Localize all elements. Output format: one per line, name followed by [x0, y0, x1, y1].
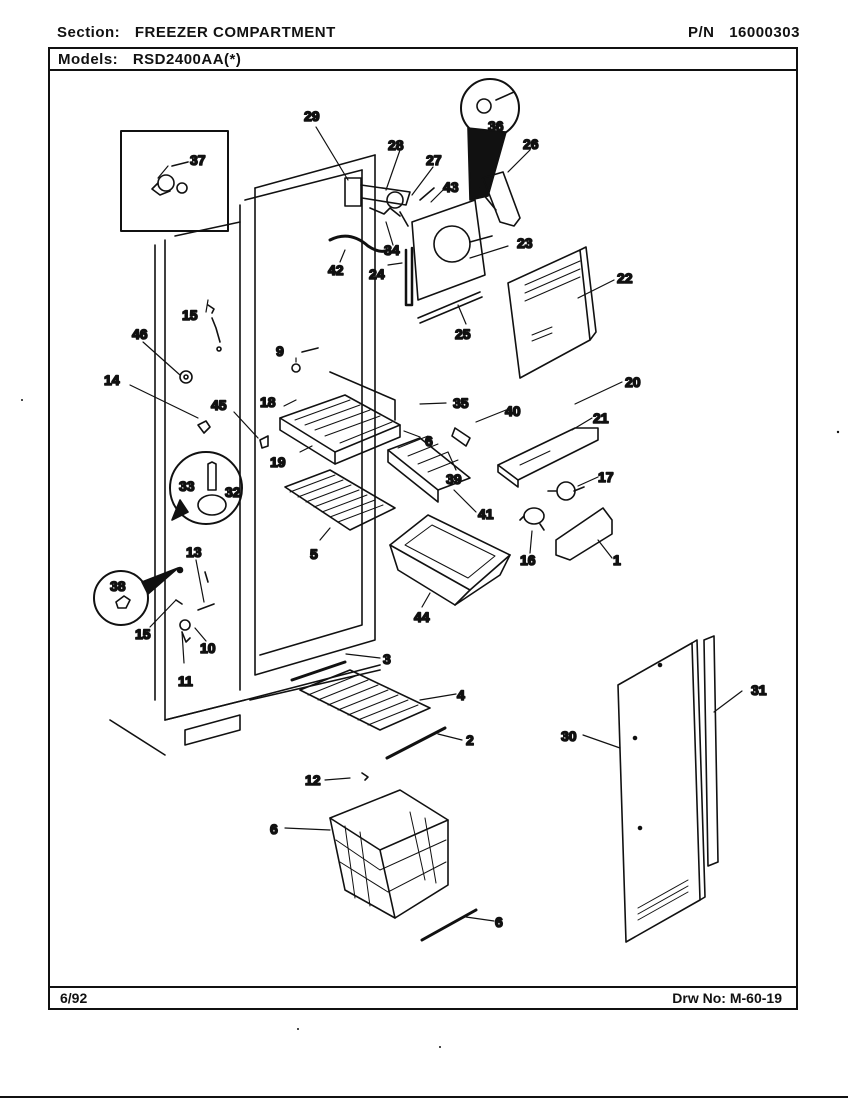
footer-divider — [50, 986, 796, 988]
models-label: Models: — [58, 51, 119, 68]
ice-maker-assembly — [328, 177, 435, 253]
fan-bracket-assembly — [404, 78, 521, 324]
callout-26: 26 — [523, 136, 539, 152]
callout-10: 10 — [200, 640, 216, 656]
callout-20: 20 — [625, 374, 641, 390]
diagram-frame: Models: RSD2400AA(*) 6/92 Drw No: M-60-1… — [48, 47, 798, 1010]
callout-45: 45 — [211, 397, 227, 413]
scan-specks — [21, 399, 840, 1048]
callout-42: 42 — [328, 262, 344, 278]
leader-lines — [129, 126, 743, 922]
callout-17: 17 — [598, 469, 614, 485]
callout-37: 37 — [190, 152, 206, 168]
door-strip — [703, 635, 719, 867]
lower-shelves — [290, 660, 447, 781]
callout-11: 11 — [178, 673, 193, 689]
callout-18: 18 — [260, 394, 276, 410]
callout-28: 28 — [388, 137, 404, 153]
ice-tray-rack — [279, 347, 401, 465]
callout-31: 31 — [751, 682, 767, 698]
callout-38: 38 — [110, 578, 126, 594]
callout-16: 16 — [520, 552, 536, 568]
callout-43: 43 — [443, 179, 459, 195]
callout-6-lower: 6 — [495, 914, 503, 930]
section-header: Section: FREEZER COMPARTMENT — [57, 24, 336, 41]
part-number-value: 16000303 — [729, 24, 800, 41]
part-number-header: P/N 16000303 — [688, 24, 800, 41]
callout-33: 33 — [179, 478, 195, 494]
callout-19: 19 — [270, 454, 286, 470]
callout-23: 23 — [517, 235, 533, 251]
rear-panel — [507, 246, 597, 379]
wire-shelf-5 — [284, 469, 396, 531]
hinge-hardware — [175, 571, 215, 643]
callout-41: 41 — [478, 506, 494, 522]
freezer-drawer — [389, 514, 511, 606]
drawing-number-label: Drw No: — [672, 990, 726, 1006]
callout-40: 40 — [505, 403, 521, 419]
callout-22: 22 — [617, 270, 633, 286]
callout-24: 24 — [369, 266, 385, 282]
callout-44: 44 — [414, 609, 430, 625]
callout-6-upper: 6 — [425, 433, 433, 449]
callout-5: 5 — [310, 546, 318, 562]
part-number-label: P/N — [688, 24, 715, 41]
callout-9: 9 — [276, 343, 284, 359]
callout-13: 13 — [186, 544, 202, 560]
callout-15-upper: 15 — [182, 307, 198, 323]
callout-25: 25 — [455, 326, 471, 342]
callout-1: 1 — [613, 552, 621, 568]
callout-21: 21 — [593, 410, 609, 426]
door-panel — [617, 639, 706, 943]
wire-basket — [329, 789, 478, 942]
callout-35: 35 — [453, 395, 469, 411]
drawing-number: Drw No: M-60-19 — [672, 990, 782, 1006]
callout-2: 2 — [466, 732, 474, 748]
zoom-bubble-38 — [93, 566, 184, 626]
callout-30: 30 — [561, 728, 577, 744]
dispenser-parts — [497, 427, 613, 561]
inset-box-37 — [120, 130, 229, 232]
section-value: FREEZER COMPARTMENT — [134, 24, 336, 41]
callout-4: 4 — [457, 687, 465, 703]
page-bottom-edge — [0, 1096, 848, 1098]
callout-8: 6 — [270, 821, 278, 837]
header-divider — [50, 69, 796, 71]
callout-32: 32 — [225, 484, 241, 500]
callout-3: 3 — [383, 651, 391, 667]
callout-27: 27 — [426, 152, 442, 168]
callout-29: 29 — [304, 108, 320, 124]
ice-trays — [387, 427, 471, 503]
drawing-number-value: M-60-19 — [729, 990, 782, 1006]
zoom-bubble-32-33 — [169, 451, 243, 525]
callout-46: 46 — [132, 326, 148, 342]
callout-14: 14 — [104, 372, 120, 388]
callout-39: 39 — [446, 471, 462, 487]
models-row: Models: RSD2400AA(*) — [58, 51, 241, 68]
section-label: Section: — [57, 24, 121, 41]
callout-34: 34 — [384, 242, 400, 258]
revision-date: 6/92 — [60, 990, 88, 1006]
callout-15-lower: 15 — [135, 626, 151, 642]
models-value: RSD2400AA(*) — [132, 51, 242, 68]
callout-36: 36 — [488, 118, 504, 134]
callout-labels: 1 2 3 4 5 6 6 6 9 10 11 12 13 14 15 15 1… — [103, 107, 767, 931]
callout-12: 12 — [305, 772, 321, 788]
